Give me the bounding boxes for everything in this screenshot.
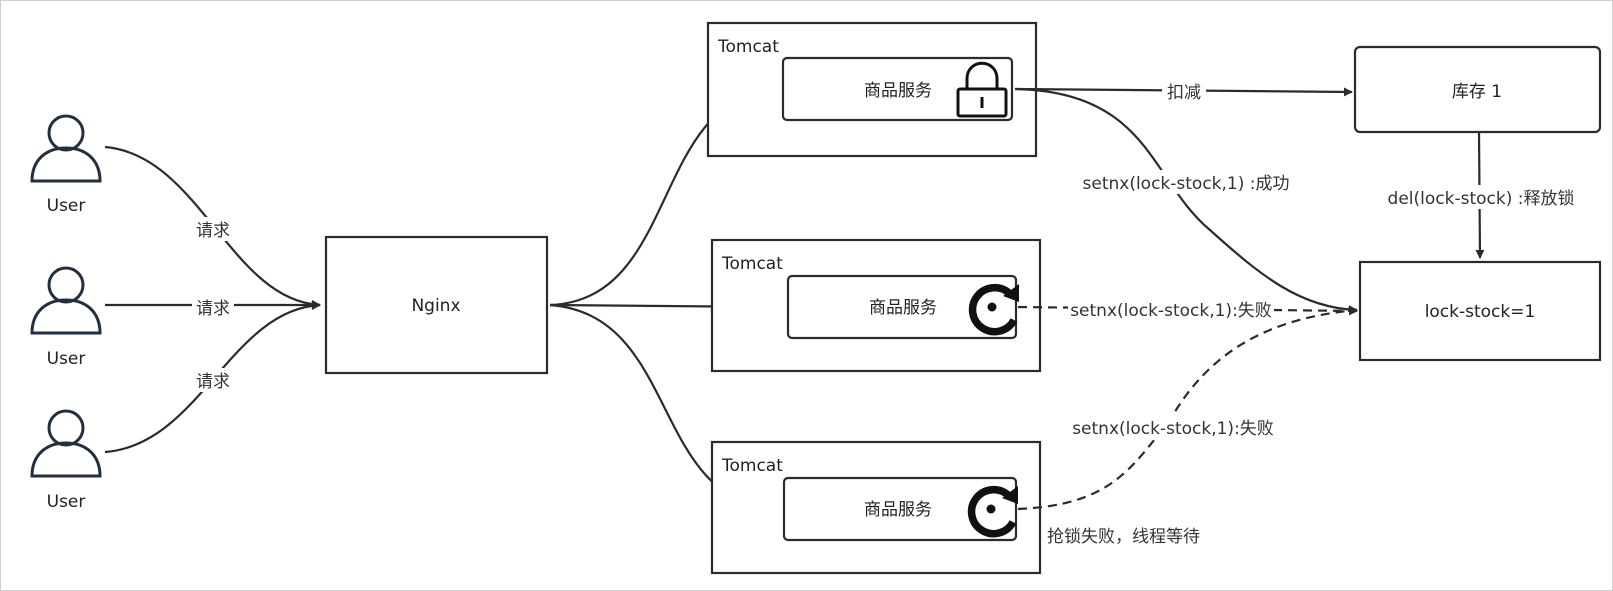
label-bg <box>1075 170 1297 194</box>
user-icon <box>30 114 102 183</box>
label-bg <box>1070 416 1276 440</box>
tomcat-title: Tomcat <box>717 37 779 57</box>
lock-store-node: lock-stock=1 <box>1358 260 1602 362</box>
lock-store-box <box>1358 260 1602 362</box>
tomcat-3: Tomcat 商品服务 <box>710 440 1042 575</box>
setnx-fail-edge-2 <box>1017 306 1358 511</box>
request-label: 请求 <box>196 299 230 319</box>
wait-note: 抢锁失败，线程等待 <box>1047 527 1200 547</box>
setnx-fail-label-1: setnx(lock-stock,1):失败 <box>1070 301 1272 321</box>
nginx-label: Nginx <box>411 296 460 316</box>
service-box <box>781 56 1014 122</box>
nginx-box <box>324 235 549 375</box>
service-label: 商品服务 <box>869 298 937 318</box>
service-label: 商品服务 <box>864 500 932 520</box>
user-icon <box>30 266 102 335</box>
label-bg <box>1381 185 1581 209</box>
request-label: 请求 <box>196 221 230 241</box>
user-2: User <box>30 266 102 369</box>
lock-store-label: lock-stock=1 <box>1425 302 1536 322</box>
label-bg <box>192 368 234 392</box>
service-box <box>782 476 1018 542</box>
lock-icon <box>956 61 1008 118</box>
nginx-node: Nginx <box>324 235 549 375</box>
stock-node: 库存 1 <box>1353 45 1602 134</box>
user-label: User <box>47 196 86 216</box>
user-label: User <box>47 492 86 512</box>
tomcat-title: Tomcat <box>721 456 783 476</box>
stock-box <box>1353 45 1602 134</box>
tomcat-title: Tomcat <box>721 254 783 274</box>
refresh-icon <box>968 284 1019 336</box>
label-bg <box>192 295 234 319</box>
user-1: User <box>30 114 102 216</box>
setnx-success-label: setnx(lock-stock,1) :成功 <box>1083 174 1290 194</box>
service-box <box>786 274 1018 340</box>
label-bg <box>1162 80 1206 104</box>
user-3: User <box>30 409 102 512</box>
user-label: User <box>47 349 86 369</box>
label-bg <box>192 217 234 241</box>
setnx-success-edge <box>1014 87 1358 315</box>
request-label: 请求 <box>196 372 230 392</box>
label-bg <box>1068 298 1274 322</box>
tomcat-1: Tomcat 商品服务 <box>706 21 1038 158</box>
setnx-fail-label-2: setnx(lock-stock,1):失败 <box>1072 419 1274 439</box>
stock-label: 库存 1 <box>1452 82 1502 102</box>
refresh-icon <box>967 486 1018 538</box>
release-label: del(lock-stock) :释放锁 <box>1388 189 1575 209</box>
deduct-label: 扣减 <box>1167 83 1201 103</box>
tomcat-2: Tomcat 商品服务 <box>710 238 1042 373</box>
user-icon <box>30 409 102 478</box>
service-label: 商品服务 <box>864 81 932 101</box>
